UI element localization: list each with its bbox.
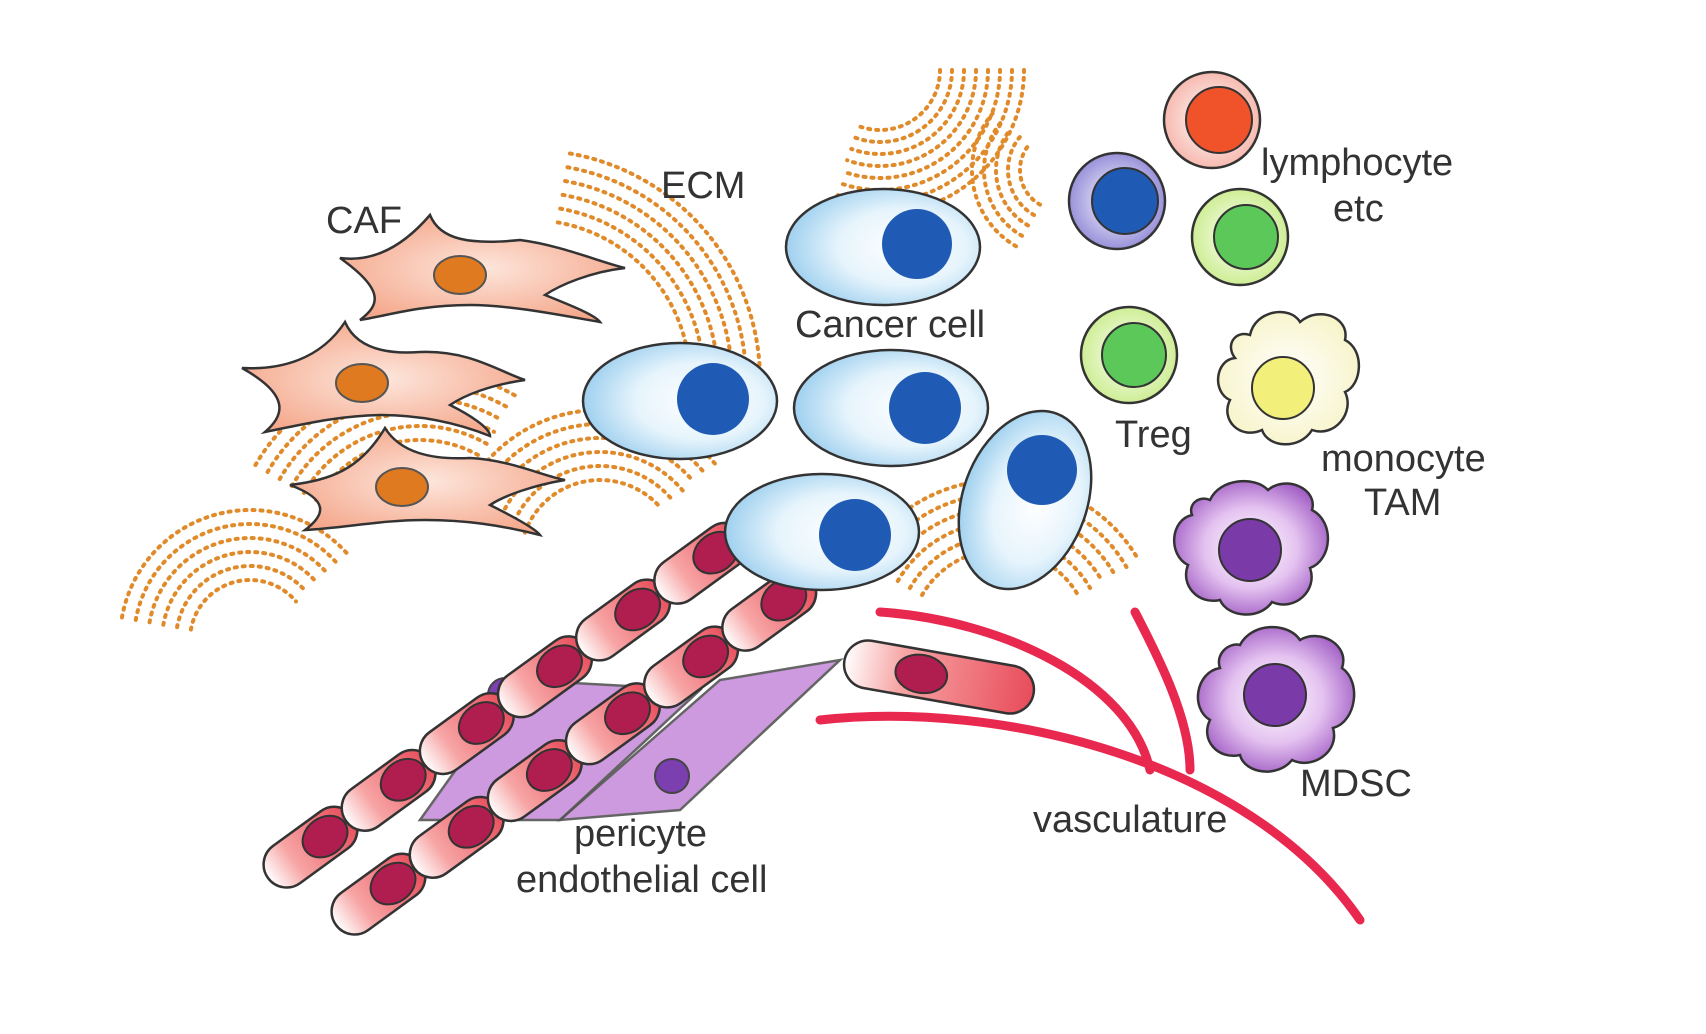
caf-cells (241, 212, 626, 538)
ecm-fiber (175, 564, 309, 630)
endothelial-cell (330, 852, 427, 936)
tam-cell (1172, 479, 1330, 616)
treg-nucleus (1101, 322, 1167, 388)
ecm-fiber (560, 192, 720, 415)
label-etc: etc (1333, 188, 1384, 230)
ecm-fiber (509, 464, 675, 530)
endothelial-nucleus (894, 653, 949, 695)
cancer-nucleus (889, 372, 961, 444)
endothelial-cells (262, 521, 1036, 936)
cancer-nucleus (1007, 435, 1077, 505)
ecm-fiber (857, 68, 942, 132)
endothelial-nucleus (525, 748, 573, 792)
endothelial-cell (496, 635, 594, 719)
label-monocyte: monocyte (1321, 438, 1486, 480)
ecm-fiber (161, 550, 320, 627)
labels: CAF ECM Cancer cell lymphocyte etc Treg … (326, 142, 1486, 901)
cancer-nucleus (819, 499, 891, 571)
pericyte-nucleus (654, 758, 690, 794)
cancer-nucleus (882, 209, 952, 279)
endothelial-cell (642, 625, 740, 709)
label-lymphocyte: lymphocyte (1261, 142, 1453, 184)
tam-nucleus (1218, 518, 1282, 582)
lymphocyte-blue-nucleus (1091, 167, 1159, 235)
endothelial-nucleus (614, 587, 662, 632)
ecm-fiber (188, 578, 298, 632)
ecm-fiber (982, 119, 1024, 238)
endothelial-nucleus (301, 814, 349, 859)
label-mdsc: MDSC (1300, 763, 1412, 805)
lymphocyte-red-nucleus (1185, 86, 1253, 154)
endothelial-nucleus (536, 644, 583, 689)
vasculature-vessels (815, 607, 1365, 925)
endothelial-nucleus (682, 634, 730, 679)
endothelial-nucleus (369, 861, 417, 906)
label-caf: CAF (326, 200, 402, 242)
caf-nucleus (433, 255, 487, 295)
label-cancer-cell: Cancer cell (795, 304, 985, 346)
lymphocyte-cells (1067, 70, 1290, 405)
ecm-fiber (522, 478, 664, 535)
ecm-fiber (496, 450, 685, 526)
label-ecm: ECM (661, 165, 745, 207)
ecm-fiber (841, 68, 990, 180)
endothelial-cell (418, 691, 515, 776)
caf-nucleus (375, 467, 429, 507)
lymphocyte-green-nucleus (1213, 204, 1279, 270)
ecm-fiber (1018, 142, 1042, 207)
caf-nucleus (335, 363, 389, 403)
label-endothelial-cell: endothelial cell (516, 859, 767, 901)
ecm-fiber (567, 151, 762, 422)
monocyte-cell (1216, 310, 1361, 446)
mdsc-nucleus (1243, 663, 1307, 727)
endothelial-nucleus (457, 701, 505, 745)
label-tam: TAM (1364, 482, 1441, 524)
ecm-fiber (853, 68, 954, 144)
ecm-fiber (994, 126, 1030, 228)
monocyte-nucleus (1251, 356, 1315, 420)
ecm-fiber (849, 68, 966, 156)
endothelial-cell (486, 738, 583, 823)
label-treg: Treg (1115, 414, 1192, 456)
ecm-fiber (836, 68, 1002, 192)
mdsc-cell (1196, 625, 1356, 773)
ecm-fiber (133, 522, 341, 622)
endothelial-nucleus (604, 691, 651, 736)
cancer-nucleus (677, 363, 749, 435)
ecm-fiber (907, 533, 1093, 590)
ecm-fiber (147, 536, 331, 625)
label-pericyte: pericyte (574, 813, 707, 855)
endothelial-cell (842, 639, 1036, 715)
ecm-fiber (828, 68, 1026, 216)
ecm-fiber (845, 68, 978, 168)
label-vasculature: vasculature (1033, 799, 1227, 841)
cancer-cells (581, 187, 1093, 592)
ecm-fiber (1006, 134, 1036, 218)
endothelial-cell (721, 568, 818, 652)
endothelial-nucleus (447, 804, 495, 849)
endothelial-nucleus (379, 757, 427, 802)
